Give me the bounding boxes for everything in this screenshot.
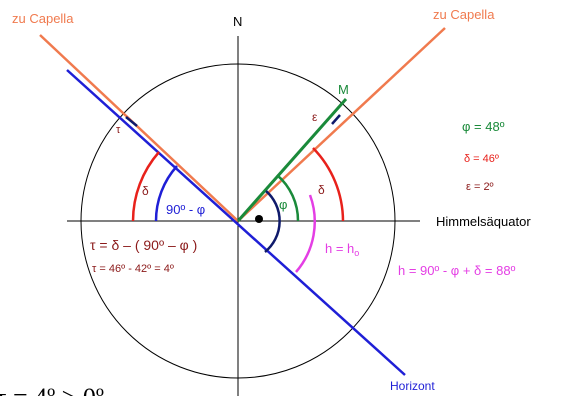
ninety-minus-phi-arc <box>154 165 178 222</box>
m-label: M <box>338 82 349 97</box>
tau-marker <box>125 116 138 127</box>
h-arc <box>295 194 317 273</box>
delta-arc-left <box>131 151 160 222</box>
meridian-m-line <box>236 98 348 222</box>
right-angle-arc <box>264 190 281 253</box>
delta-left-label: δ <box>142 184 149 198</box>
horizon-line <box>66 69 406 376</box>
epsilon-value: ε = 2º <box>466 181 494 193</box>
delta-value: δ = 46º <box>464 153 499 165</box>
phi-small-label: φ <box>279 197 287 212</box>
ninety-minus-phi-label: 90º - φ <box>166 202 205 217</box>
north-label: N <box>233 14 242 29</box>
phi-arc <box>276 174 300 222</box>
right-angle-dot <box>255 215 263 223</box>
tau-result: τ = 4º > 0º <box>0 383 104 396</box>
h-eq-ho-label: h = ho <box>325 241 359 258</box>
capella-right-label: zu Capella <box>433 7 495 22</box>
capella-right-line <box>237 27 446 222</box>
equator-label: Himmelsäquator <box>436 214 531 229</box>
epsilon-small-label: ε <box>312 110 318 124</box>
tau-small-label: τ <box>116 124 121 136</box>
capella-left-label: zu Capella <box>12 11 74 26</box>
delta-right-label: δ <box>318 183 325 197</box>
epsilon-marker <box>331 114 341 125</box>
capella-left-line <box>39 34 239 222</box>
tau-calculation: τ = 46º - 42º = 4º <box>92 263 174 275</box>
delta-arc-right <box>312 147 345 222</box>
h-formula: h = 90º - φ + δ = 88º <box>398 263 516 278</box>
horizon-label: Horizont <box>390 379 435 393</box>
phi-value: φ = 48º <box>462 119 505 134</box>
tau-formula: τ = δ – ( 90º – φ ) <box>90 237 197 253</box>
